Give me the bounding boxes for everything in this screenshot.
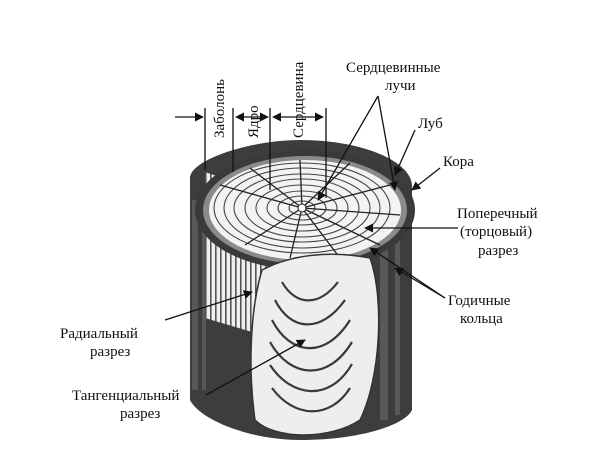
label-pith: Сердцевина bbox=[291, 61, 307, 138]
phloem-leader bbox=[394, 129, 416, 176]
label-cross-line1: Поперечный bbox=[457, 206, 537, 222]
label-bark: Кора bbox=[443, 154, 474, 170]
label-rays-line1: Сердцевинные bbox=[346, 60, 441, 76]
label-heartwood: Ядро bbox=[246, 105, 262, 138]
rings-leader-2 bbox=[394, 267, 446, 299]
leader-lines bbox=[164, 95, 458, 396]
label-rings-line2: кольца bbox=[460, 311, 503, 327]
label-rays-line2: лучи bbox=[385, 78, 416, 94]
tangential-grain bbox=[269, 281, 353, 413]
rings-leader-1 bbox=[369, 247, 446, 299]
label-tangential-line1: Тангенциальный bbox=[72, 388, 179, 404]
label-radial-line1: Радиальный bbox=[60, 326, 138, 342]
label-tangential-line2: разрез bbox=[120, 406, 160, 422]
tangential-leader bbox=[205, 339, 306, 396]
radial-leader bbox=[164, 290, 253, 321]
bark-leader bbox=[411, 167, 441, 191]
label-sapwood: Заболонь bbox=[212, 79, 228, 138]
label-cross-line3: разрез bbox=[478, 243, 518, 259]
rays-leader-1 bbox=[317, 95, 379, 201]
rays-leader-2 bbox=[377, 95, 399, 191]
annual-rings bbox=[213, 162, 391, 254]
label-radial-line2: разрез bbox=[90, 344, 130, 360]
tangential-cut-face bbox=[250, 253, 380, 436]
label-cross-line2: (торцовый) bbox=[460, 224, 532, 240]
medullary-rays bbox=[219, 159, 401, 259]
label-phloem: Луб bbox=[418, 116, 443, 132]
dimension-ticks bbox=[175, 108, 327, 198]
bark-texture bbox=[192, 190, 400, 420]
label-rings-line1: Годичные bbox=[448, 293, 511, 309]
pith-dot bbox=[297, 203, 307, 213]
